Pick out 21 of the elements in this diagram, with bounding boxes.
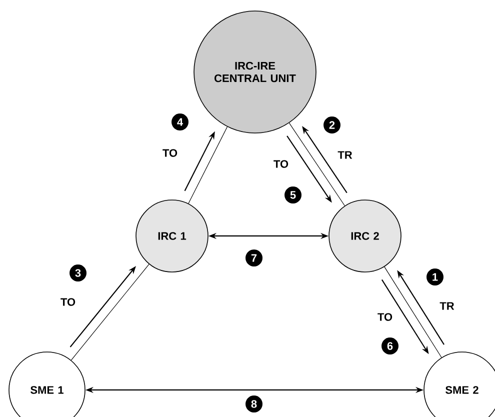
edge-label: TO	[60, 298, 76, 306]
edge-label: TO	[378, 313, 392, 321]
callout-number: 2	[324, 116, 340, 134]
callout-number: 1	[426, 268, 444, 286]
circle-node: IRC 1	[136, 200, 208, 272]
callout-number: 8	[246, 395, 262, 412]
callout-number: 3	[70, 264, 86, 282]
connector-line	[70, 264, 150, 360]
edge-label: TR	[440, 302, 454, 310]
callout-number: 6	[382, 337, 398, 354]
callout-number: 4	[172, 114, 188, 130]
edge-label: TR	[338, 151, 352, 159]
edge-label: TO	[274, 160, 288, 168]
edge-label: TO	[162, 149, 178, 157]
connector-line	[188, 126, 228, 204]
callout-number: 7	[246, 249, 262, 266]
connector-line	[384, 266, 442, 358]
circle-node: IRC-IRE CENTRAL UNIT	[194, 10, 316, 134]
callout-number: 5	[284, 186, 302, 204]
circle-node: IRC 2	[328, 200, 402, 272]
connector-line	[288, 122, 346, 206]
